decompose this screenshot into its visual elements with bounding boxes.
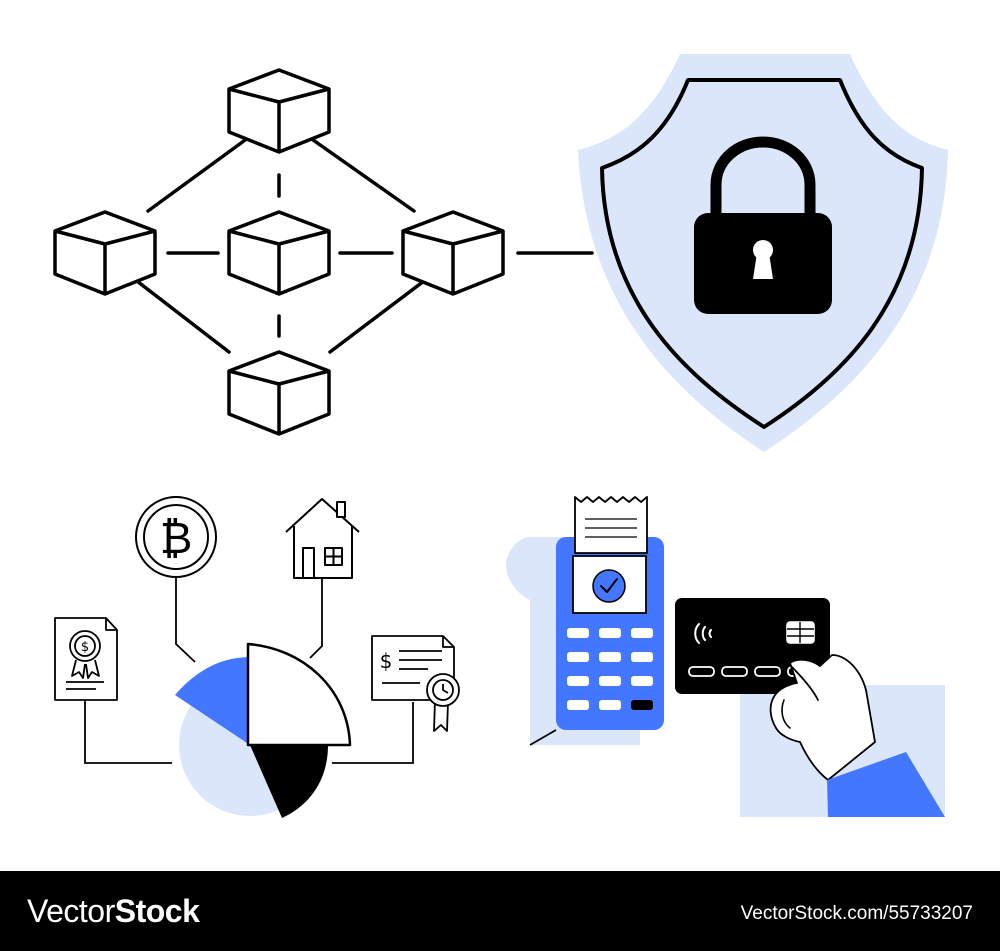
brand-logo: VectorStock — [27, 893, 200, 930]
bitcoin-coin-icon: ₿ — [135, 496, 217, 578]
svg-text:₿: ₿ — [160, 513, 193, 564]
network-link — [146, 133, 254, 213]
network-link — [304, 133, 416, 213]
network-link — [131, 276, 231, 354]
house-icon — [285, 498, 360, 579]
blockchain-network — [131, 133, 594, 354]
contactless-icon — [694, 623, 712, 644]
pos-terminal-icon — [506, 496, 664, 746]
chip-icon — [786, 621, 815, 644]
cheque-icon: $ — [371, 635, 460, 732]
credit-card-icon — [675, 598, 830, 694]
footer-bar: VectorStock VectorStock.com/55733207 — [0, 871, 1000, 951]
network-link — [328, 276, 430, 354]
cube-icon — [227, 350, 331, 436]
asset-connectors — [84, 576, 414, 764]
brand-logo-regular: Vector — [27, 893, 115, 929]
certificate-icon: $ — [54, 617, 118, 701]
fintech-illustration: ₿ $ $ — [53, 54, 948, 818]
svg-text:$: $ — [81, 640, 89, 655]
svg-text:$: $ — [380, 649, 393, 673]
receipt-icon — [574, 496, 648, 554]
cube-icon — [401, 210, 505, 296]
hand-icon — [769, 654, 945, 817]
pie-chart-icon — [175, 642, 352, 818]
cube-icon — [53, 210, 157, 296]
keyhole-icon — [753, 240, 773, 279]
padlock-icon — [694, 136, 832, 314]
brand-logo-bold: Stock — [114, 893, 200, 929]
cube-icon — [227, 68, 331, 154]
cube-icon — [227, 210, 331, 296]
image-reference: VectorStock.com/55733207 — [740, 903, 973, 924]
keypad — [567, 628, 653, 710]
checkmark-icon — [592, 569, 626, 603]
